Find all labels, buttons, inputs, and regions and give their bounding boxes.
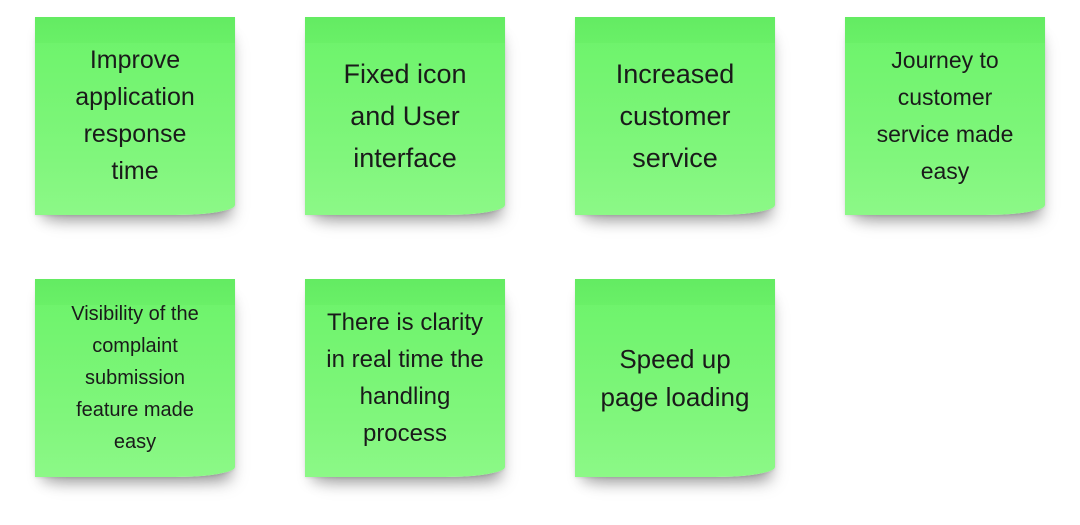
sticky-note-text: Fixed icon and User interface	[343, 59, 467, 173]
sticky-note-handling-clarity: There is clarity in real time the handli…	[305, 279, 505, 477]
sticky-note-complaint-visibility: Visibility of the complaint submission f…	[35, 279, 235, 477]
sticky-note-speed-up-loading: Speed up page loading	[575, 279, 775, 477]
sticky-note-text: Journey to customer service made easy	[876, 47, 1014, 184]
sticky-note-text: Visibility of the complaint submission f…	[71, 303, 199, 453]
sticky-note-journey-customer-service: Journey to customer service made easy	[845, 17, 1045, 215]
sticky-note-improve-response-time: Improve application response time	[35, 17, 235, 215]
sticky-note-text: Speed up page loading	[600, 344, 750, 412]
sticky-note-increased-customer-service: Increased customer service	[575, 17, 775, 215]
sticky-note-fixed-icon-ui: Fixed icon and User interface	[305, 17, 505, 215]
sticky-note-text: Improve application response time	[75, 46, 195, 185]
sticky-note-text: There is clarity in real time the handli…	[326, 309, 484, 447]
sticky-note-text: Increased customer service	[615, 59, 735, 173]
